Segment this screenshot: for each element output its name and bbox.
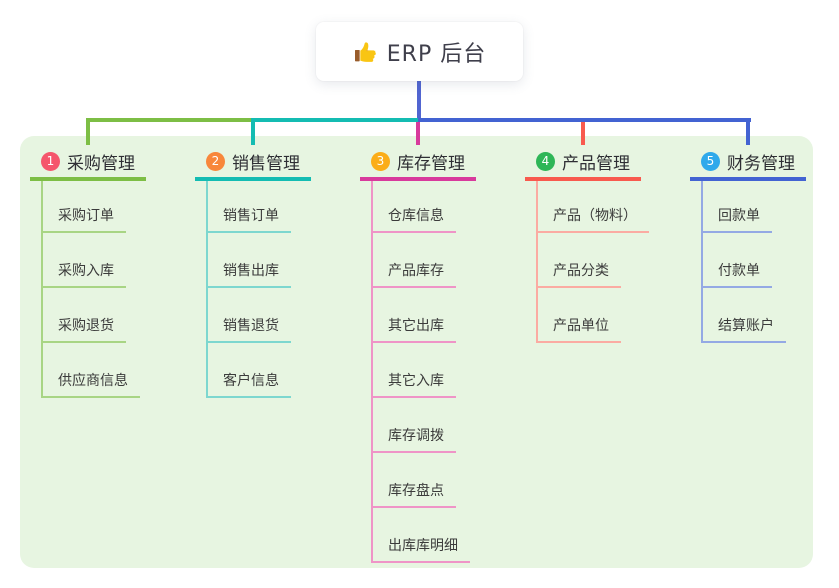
connector-line [581, 122, 585, 145]
connector-line [746, 118, 750, 145]
child-node[interactable]: 其它入库 [373, 343, 456, 398]
child-node[interactable]: 仓库信息 [373, 181, 456, 233]
child-node[interactable]: 产品单位 [538, 288, 621, 343]
branch-number-badge: 2 [206, 152, 225, 171]
child-node[interactable]: 结算账户 [703, 288, 786, 343]
branch-number-badge: 4 [536, 152, 555, 171]
child-node[interactable]: 销售退货 [208, 288, 291, 343]
child-node[interactable]: 采购退货 [43, 288, 126, 343]
branch-number-badge: 5 [701, 152, 720, 171]
branch-node: 4 产品管理 产品（物料）产品分类产品单位 [525, 148, 649, 343]
child-node[interactable]: 客户信息 [208, 343, 291, 398]
branch-node: 5 财务管理 回款单付款单结算账户 [690, 148, 806, 343]
branch-title-node[interactable]: 3 库存管理 [360, 148, 476, 181]
child-node[interactable]: 销售出库 [208, 233, 291, 288]
branch-title-label: 财务管理 [727, 154, 795, 174]
child-node[interactable]: 产品（物料） [538, 181, 649, 233]
connector-line [418, 118, 751, 122]
child-node[interactable]: 产品分类 [538, 233, 621, 288]
connector-line [417, 81, 421, 122]
branch-number-badge: 1 [41, 152, 60, 171]
child-node[interactable]: 产品库存 [373, 233, 456, 288]
child-node[interactable]: 库存调拨 [373, 398, 456, 453]
branch-title-node[interactable]: 4 产品管理 [525, 148, 641, 181]
branch-title-label: 采购管理 [67, 154, 135, 174]
connector-line [251, 118, 255, 145]
branch-title-node[interactable]: 1 采购管理 [30, 148, 146, 181]
child-node[interactable]: 付款单 [703, 233, 772, 288]
connector-line [253, 118, 418, 122]
connector-line [416, 122, 420, 145]
branch-node: 2 销售管理 销售订单销售出库销售退货客户信息 [195, 148, 311, 398]
child-node[interactable]: 采购订单 [43, 181, 126, 233]
child-node[interactable]: 回款单 [703, 181, 772, 233]
child-node[interactable]: 销售订单 [208, 181, 291, 233]
connector-line [86, 118, 253, 122]
connector-line [86, 118, 90, 145]
branch-number-badge: 3 [371, 152, 390, 171]
branch-node: 3 库存管理 仓库信息产品库存其它出库其它入库库存调拨库存盘点出库库明细 [360, 148, 476, 563]
child-node[interactable]: 采购入库 [43, 233, 126, 288]
child-node[interactable]: 库存盘点 [373, 453, 456, 508]
thumbs-up-icon [353, 40, 377, 64]
branch-title-node[interactable]: 2 销售管理 [195, 148, 311, 181]
child-node[interactable]: 出库库明细 [373, 508, 470, 563]
branch-node: 1 采购管理 采购订单采购入库采购退货供应商信息 [30, 148, 146, 398]
branch-title-label: 库存管理 [397, 154, 465, 174]
branch-children: 产品（物料）产品分类产品单位 [536, 181, 649, 343]
branch-children: 采购订单采购入库采购退货供应商信息 [41, 181, 140, 398]
root-title: ERP 后台 [386, 41, 487, 67]
branch-children: 销售订单销售出库销售退货客户信息 [206, 181, 291, 398]
branch-title-label: 产品管理 [562, 154, 630, 174]
branch-children: 仓库信息产品库存其它出库其它入库库存调拨库存盘点出库库明细 [371, 181, 470, 563]
mindmap-panel [20, 136, 813, 568]
branch-title-node[interactable]: 5 财务管理 [690, 148, 806, 181]
branch-children: 回款单付款单结算账户 [701, 181, 786, 343]
child-node[interactable]: 其它出库 [373, 288, 456, 343]
branch-title-label: 销售管理 [232, 154, 300, 174]
root-node[interactable]: ERP 后台 [316, 22, 523, 81]
child-node[interactable]: 供应商信息 [43, 343, 140, 398]
